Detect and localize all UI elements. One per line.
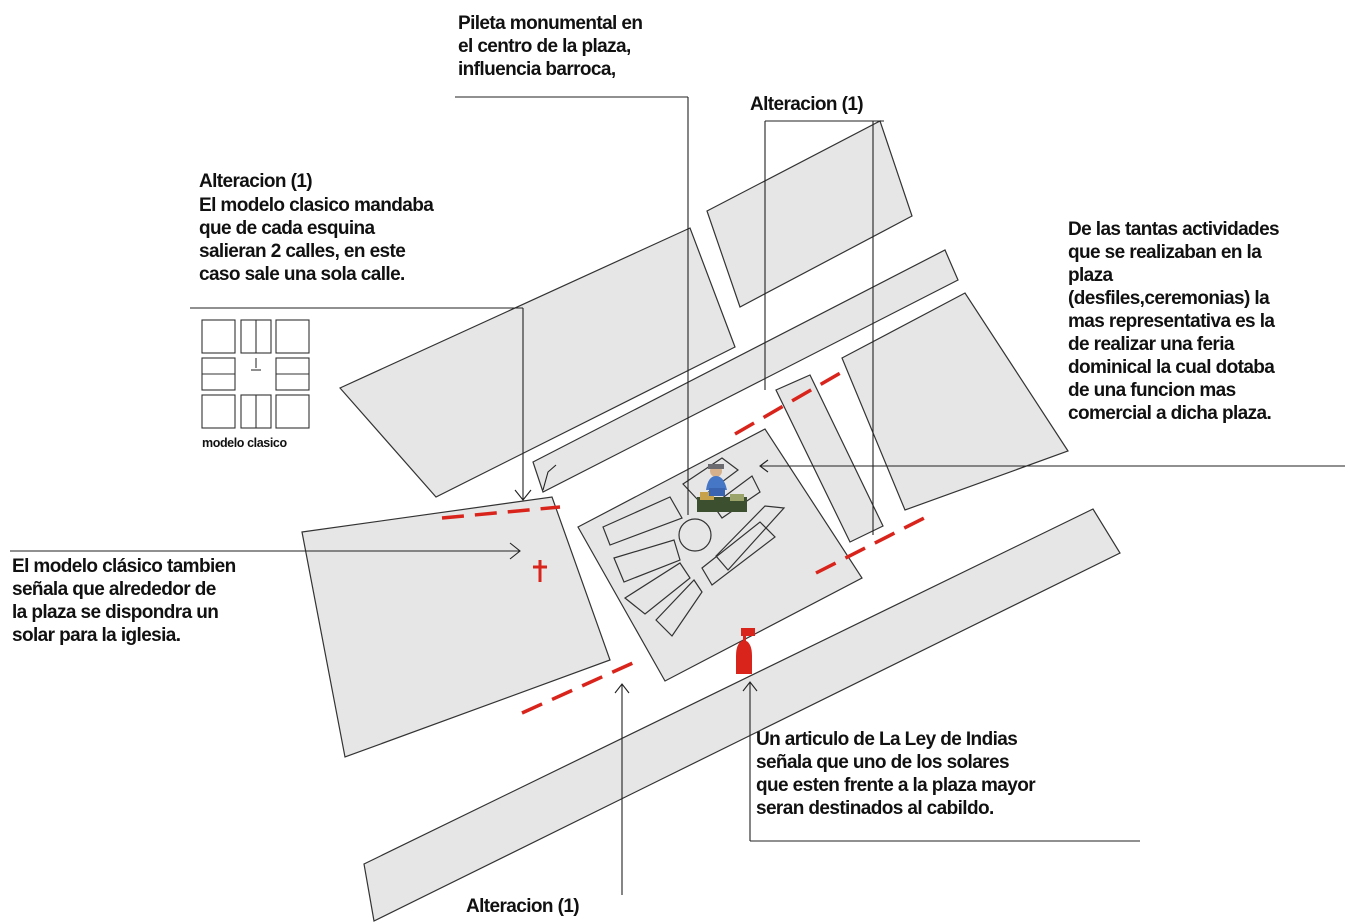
altered-street-dashes	[441, 370, 931, 715]
street-strip-north	[532, 249, 959, 493]
block-north-east	[706, 120, 913, 308]
block-west	[301, 496, 611, 758]
label-iglesia: El modelo clásico tambien señala que alr…	[12, 556, 236, 646]
block-north-west	[339, 227, 736, 498]
plaza-square	[577, 428, 863, 682]
plaza-fountain-pattern	[602, 457, 786, 637]
label-alteracion-left-title: Alteracion (1)	[199, 171, 313, 192]
church-cross-icon	[533, 560, 547, 582]
cabildo-bell-icon	[736, 628, 755, 674]
block-east	[841, 292, 1069, 511]
leader-lines	[10, 96, 1345, 895]
label-cabildo: Un articulo de La Ley de Indias señala q…	[756, 729, 1036, 819]
label-alteracion-top: Alteracion (1)	[750, 94, 864, 115]
label-alteracion-bottom: Alteracion (1)	[466, 896, 580, 917]
modelo-clasico-grid	[201, 319, 310, 429]
block-south	[363, 508, 1121, 922]
vendor-figure-icon	[697, 464, 747, 512]
label-modelo-text: El modelo clasico mandaba que de cada es…	[199, 195, 434, 285]
label-modelo-clasico-caption: modelo clasico	[202, 436, 287, 450]
label-actividades: De las tantas actividades que se realiza…	[1068, 219, 1280, 424]
label-pileta: Pileta monumental en el centro de la pla…	[458, 13, 643, 80]
block-narrow-east	[775, 374, 884, 543]
